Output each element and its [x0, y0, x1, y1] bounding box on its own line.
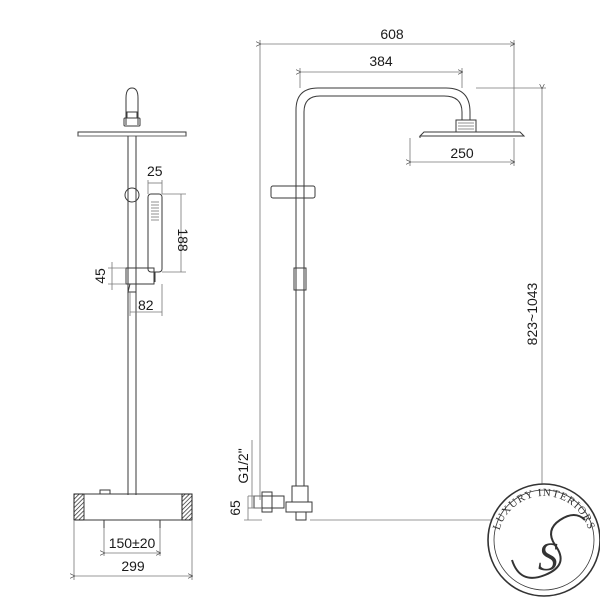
dim-hand-shower-width: 25 [147, 163, 163, 179]
dim-inlet-thread: G1/2" [235, 448, 251, 483]
dim-inlet-height: 65 [227, 500, 243, 516]
dim-height-range: 823~1043 [524, 282, 540, 345]
dim-inlet-spacing: 150±20 [109, 535, 156, 551]
logo-monogram: S [538, 534, 558, 579]
dim-overall-width: 608 [380, 26, 404, 42]
luxury-interiors-logo: LUXURY INTERIORS S [487, 483, 600, 597]
dim-holder-height: 45 [92, 268, 108, 284]
dim-head-diameter: 250 [450, 145, 474, 161]
dim-arm-length: 384 [369, 53, 393, 69]
dim-mixer-width: 299 [121, 558, 145, 574]
dim-hand-shower-length: 188 [175, 228, 191, 252]
dim-holder-depth: 82 [138, 297, 154, 313]
front-view: 608 384 250 823~1043 G1/2" 65 [227, 26, 546, 520]
side-view: 25 188 45 82 150±20 299 [74, 87, 192, 580]
hand-shower-grip-icon [151, 201, 159, 221]
